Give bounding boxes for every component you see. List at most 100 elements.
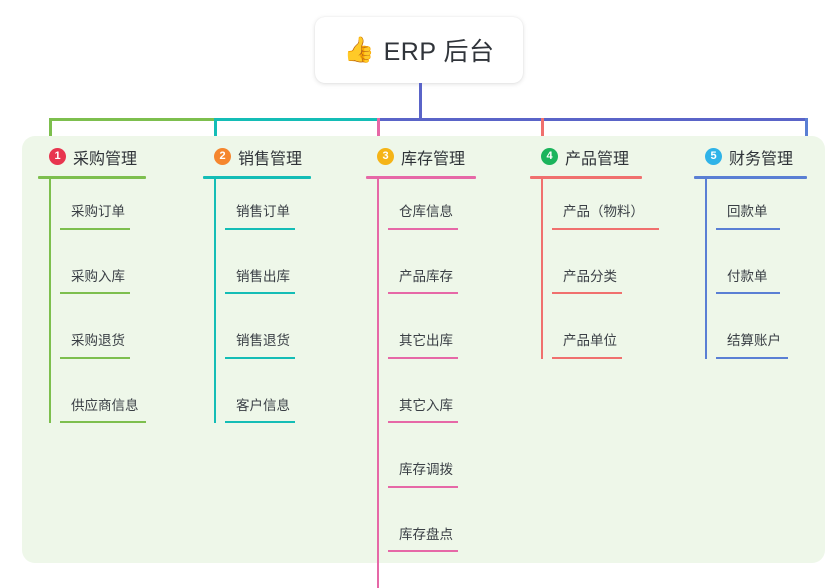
root-title: ERP 后台 [383, 38, 495, 66]
bus-segment-1 [49, 118, 214, 121]
leaf-label: 结算账户 [727, 333, 781, 348]
branch-title: 产品管理 [565, 150, 630, 168]
branch-number-badge: 5 [705, 148, 722, 165]
leaf-rule [225, 292, 295, 294]
leaf-rule [716, 356, 788, 359]
branch-header-2[interactable]: 2 销售管理 [203, 144, 311, 169]
leaf-rule [716, 292, 780, 294]
leaf-label: 销售订单 [236, 204, 290, 219]
branch-spine [49, 179, 51, 423]
branch-column-5: 5 财务管理回款单付款单结算账户 [694, 144, 807, 359]
leaf-label: 仓库信息 [399, 204, 453, 219]
leaf-rule [225, 227, 295, 230]
leaf-rule [225, 421, 295, 423]
leaf-rule [60, 227, 130, 230]
branch-header-rule [38, 176, 146, 179]
branch-header-5[interactable]: 5 财务管理 [694, 144, 807, 169]
leaf-label: 采购入库 [71, 268, 125, 284]
leaf-item[interactable]: 销售出库 [214, 230, 311, 294]
leaf-rule [388, 227, 458, 230]
branch-number-badge: 1 [49, 148, 66, 165]
root-node[interactable]: 👍 ERP 后台 [315, 17, 523, 83]
leaf-rule [60, 356, 130, 359]
leaf-label: 客户信息 [236, 397, 290, 413]
leaf-rule [552, 227, 659, 230]
leaf-label: 库存调拨 [399, 462, 453, 477]
branch-header-3[interactable]: 3 库存管理 [366, 144, 476, 169]
leaf-item[interactable]: 出库库明细 [377, 552, 476, 588]
leaf-rule [388, 421, 458, 423]
leaf-item[interactable]: 其它出库 [377, 294, 476, 359]
leaf-item[interactable]: 产品分类 [541, 230, 659, 294]
branch-number-badge: 4 [541, 148, 558, 165]
root-connector [419, 83, 422, 119]
thumbs-up-icon: 👍 [343, 35, 375, 64]
leaf-item[interactable]: 销售退货 [214, 294, 311, 359]
leaf-item[interactable]: 采购订单 [49, 179, 146, 230]
leaf-rule [60, 292, 130, 294]
leaf-rule [552, 292, 622, 294]
leaf-item[interactable]: 结算账户 [705, 294, 807, 359]
leaf-rule [388, 356, 458, 359]
leaf-item[interactable]: 采购退货 [49, 294, 146, 359]
leaf-label: 采购退货 [71, 333, 125, 348]
branch-header-4[interactable]: 4 产品管理 [530, 144, 659, 169]
leaf-item[interactable]: 库存盘点 [377, 488, 476, 552]
branch-title: 财务管理 [729, 150, 794, 168]
branch-spine [377, 179, 379, 588]
leaf-item[interactable]: 其它入库 [377, 359, 476, 423]
diagram-panel [22, 136, 825, 563]
leaf-rule [388, 292, 458, 294]
leaf-label: 其它入库 [399, 397, 453, 413]
leaf-label: 销售退货 [236, 333, 290, 348]
branch-header-rule [203, 176, 311, 179]
leaf-item[interactable]: 采购入库 [49, 230, 146, 294]
branch-items: 回款单付款单结算账户 [694, 179, 807, 359]
leaf-rule [716, 227, 780, 230]
leaf-rule [552, 356, 622, 359]
branch-column-2: 2 销售管理销售订单销售出库销售退货客户信息 [203, 144, 311, 423]
branch-number-badge: 3 [377, 148, 394, 165]
leaf-item[interactable]: 产品（物料） [541, 179, 659, 230]
leaf-label: 产品库存 [399, 268, 453, 284]
branch-column-4: 4 产品管理产品（物料） 产品分类产品单位 [530, 144, 659, 359]
branch-spine [541, 179, 543, 359]
leaf-label: 产品单位 [563, 333, 617, 348]
leaf-label: 出库库明细 [377, 552, 476, 588]
leaf-item[interactable]: 库存调拨 [377, 423, 476, 488]
leaf-item[interactable]: 供应商信息 [49, 359, 146, 423]
leaf-label: 销售出库 [236, 268, 290, 284]
leaf-rule [388, 485, 458, 488]
branch-spine [705, 179, 707, 359]
leaf-rule [388, 550, 458, 552]
branch-header-rule [694, 176, 807, 179]
branch-items: 采购订单采购入库采购退货供应商信息 [38, 179, 146, 423]
branch-items: 仓库信息产品库存其它出库其它入库库存调拨库存盘点出库库明细 [366, 179, 476, 588]
bus-segment-2 [214, 118, 377, 121]
leaf-item[interactable]: 产品单位 [541, 294, 659, 359]
leaf-label: 采购订单 [71, 204, 125, 219]
branch-title: 库存管理 [401, 150, 466, 168]
leaf-item[interactable]: 回款单 [705, 179, 807, 230]
leaf-label: 产品（物料） [563, 204, 644, 219]
branch-header-rule [530, 176, 642, 179]
leaf-item[interactable]: 仓库信息 [377, 179, 476, 230]
leaf-label: 其它出库 [399, 333, 453, 348]
leaf-item[interactable]: 客户信息 [214, 359, 311, 423]
branch-title: 销售管理 [238, 150, 303, 168]
leaf-label: 库存盘点 [399, 526, 453, 542]
branch-number-badge: 2 [214, 148, 231, 165]
leaf-label: 供应商信息 [71, 397, 139, 413]
leaf-item[interactable]: 销售订单 [214, 179, 311, 230]
branch-items: 销售订单销售出库销售退货客户信息 [203, 179, 311, 423]
leaf-label: 回款单 [727, 204, 768, 219]
leaf-rule [225, 356, 295, 359]
leaf-label: 产品分类 [563, 268, 617, 284]
leaf-rule [60, 421, 146, 423]
leaf-label: 付款单 [727, 268, 768, 284]
leaf-item[interactable]: 付款单 [705, 230, 807, 294]
leaf-item[interactable]: 产品库存 [377, 230, 476, 294]
